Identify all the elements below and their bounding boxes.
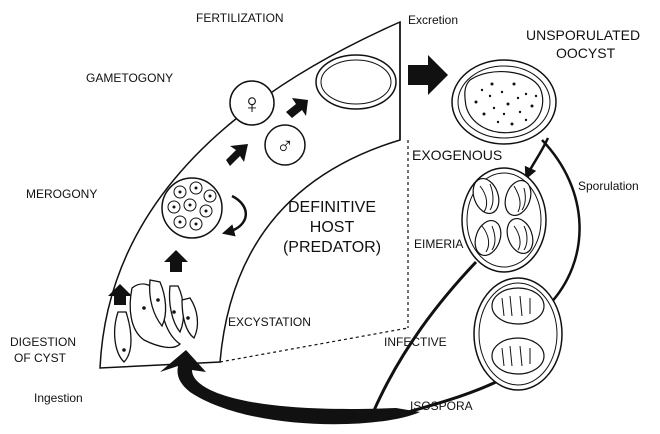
label-excretion: Excretion [408,13,458,27]
host-band-base-dashed [220,328,408,362]
label-exogenous: EXOGENOUS [412,147,502,163]
label-digestion-line2: OF CYST [14,351,67,365]
label-sporulation: Sporulation [578,179,639,193]
label-definitive-line3: (PREDATOR) [283,239,381,256]
oocyst-icon [452,60,556,144]
female-symbol: ♀ [242,88,263,119]
label-ingestion: Ingestion [34,391,83,405]
sporulation-arrow-to-isospora [542,140,580,306]
label-isospora: ISOSPORA [410,399,473,413]
label-merogony: MEROGONY [26,187,97,201]
label-gametogony: GAMETOGONY [86,71,173,85]
label-excystation: EXCYSTATION [228,315,311,329]
male-symbol: ♂ [276,133,294,160]
label-unsporulated-line1: UNSPORULATED [526,27,640,43]
label-digestion-line1: DIGESTION [10,335,76,349]
label-unsporulated-line2: OOCYST [556,45,616,61]
label-definitive-line1: DEFINITIVE [288,199,376,216]
label-eimeria: EIMERIA [414,237,463,251]
meront-icon [162,178,222,238]
label-definitive-line2: HOST [310,219,355,236]
label-infective: INFECTIVE [384,335,447,349]
excretion-arrow [408,55,448,95]
label-fertilization: FERTILIZATION [196,11,284,25]
zygote-icon [316,55,396,109]
